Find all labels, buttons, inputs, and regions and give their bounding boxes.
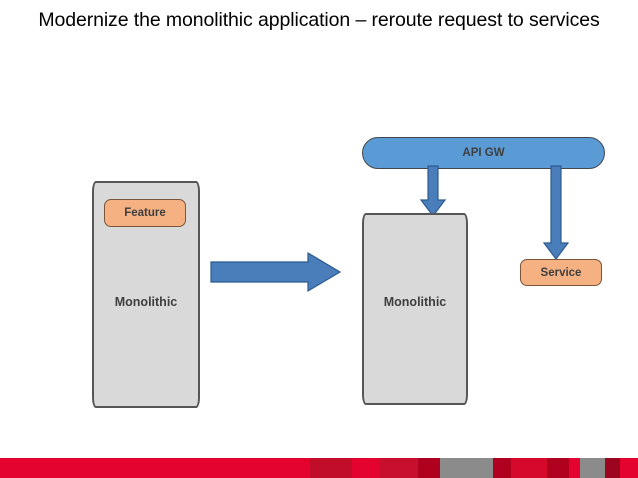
footer-band-segment — [352, 458, 380, 478]
monolith-label-right: Monolithic — [383, 295, 447, 309]
footer-band-segment — [440, 458, 493, 478]
footer-band-segment — [380, 458, 418, 478]
footer-band-segment — [547, 458, 569, 478]
service-box: Service — [520, 259, 602, 286]
feature-box: Feature — [104, 199, 186, 227]
footer-band-segment — [0, 458, 310, 478]
monolith-box-right: Monolithic — [362, 213, 468, 405]
footer-band-segment — [620, 458, 638, 478]
transform-arrow-icon — [210, 251, 342, 293]
footer-band-segment — [418, 458, 440, 478]
footer-band-segment — [310, 458, 352, 478]
gw-to-service-arrow-icon — [542, 165, 570, 260]
api-gateway-box: API GW — [362, 137, 605, 169]
footer-decorative-band — [0, 458, 638, 478]
footer-band-segment — [580, 458, 605, 478]
footer-band-segment — [493, 458, 511, 478]
footer-band-segment — [511, 458, 547, 478]
footer-band-segment — [569, 458, 580, 478]
gw-to-monolith-arrow-icon — [419, 165, 447, 217]
page-title: Modernize the monolithic application – r… — [38, 9, 600, 31]
monolith-label-left: Monolithic — [114, 295, 178, 309]
footer-band-segment — [605, 458, 620, 478]
